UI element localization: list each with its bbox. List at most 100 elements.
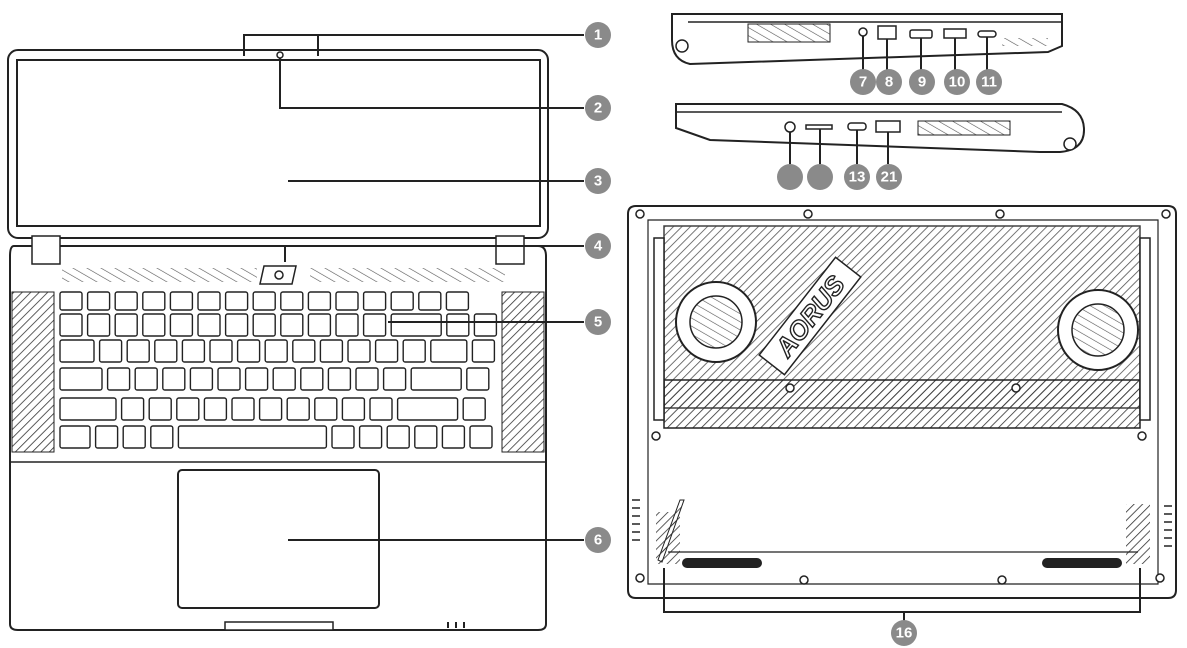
key-r0-14 xyxy=(446,292,468,310)
key-r3-2 xyxy=(135,368,157,390)
key-r0-8 xyxy=(281,292,303,310)
key-r1-5 xyxy=(198,314,220,336)
key-r2-13 xyxy=(431,340,467,362)
callout-number: 11 xyxy=(981,74,997,91)
speaker-right xyxy=(502,292,544,452)
port-dcin xyxy=(785,122,795,132)
callout-number: 21 xyxy=(881,169,898,186)
key-r2-1 xyxy=(100,340,122,362)
laptop-top-view xyxy=(8,50,548,630)
left-side-view xyxy=(676,104,1084,164)
foot-left xyxy=(682,558,762,568)
key-r4-12 xyxy=(463,398,485,420)
callout-c8: 8 xyxy=(876,69,902,95)
port-usbc-11 xyxy=(978,31,996,37)
callout-c16: 16 xyxy=(891,620,917,646)
key-r3-5 xyxy=(218,368,240,390)
vent-strip-right xyxy=(310,268,505,282)
key-r4-6 xyxy=(260,398,282,420)
key-r2-10 xyxy=(348,340,370,362)
port-usbc-13 xyxy=(848,123,866,130)
key-r0-6 xyxy=(226,292,248,310)
key-r4-2 xyxy=(149,398,171,420)
webcam-lens xyxy=(277,52,283,58)
callout-c9: 9 xyxy=(909,69,935,95)
key-r4-5 xyxy=(232,398,254,420)
key-r3-8 xyxy=(301,368,323,390)
port-sd xyxy=(806,125,832,129)
key-r1-0 xyxy=(60,314,82,336)
key-r3-11 xyxy=(384,368,406,390)
callout-number: 8 xyxy=(885,74,893,91)
key-r1-4 xyxy=(170,314,192,336)
callout-c7: 7 xyxy=(850,69,876,95)
key-r0-1 xyxy=(88,292,110,310)
key-r2-12 xyxy=(403,340,425,362)
hinge-left xyxy=(32,236,60,264)
vent-strip-left xyxy=(62,268,257,282)
key-r2-11 xyxy=(376,340,398,362)
key-r1-1 xyxy=(88,314,110,336)
callout-c13: 13 xyxy=(844,164,870,190)
key-r3-3 xyxy=(163,368,185,390)
callout-c21: 21 xyxy=(876,164,902,190)
hinge-right xyxy=(496,236,524,264)
key-r2-6 xyxy=(238,340,260,362)
callout-c4: 4 xyxy=(585,233,611,259)
callout-number: 5 xyxy=(594,314,602,331)
key-r5-8 xyxy=(415,426,437,448)
key-r0-4 xyxy=(170,292,192,310)
screen-panel xyxy=(17,60,540,226)
key-r3-12 xyxy=(411,368,461,390)
key-r0-7 xyxy=(253,292,275,310)
key-r4-1 xyxy=(122,398,144,420)
key-r5-6 xyxy=(360,426,382,448)
key-r3-10 xyxy=(356,368,378,390)
key-r0-13 xyxy=(419,292,441,310)
callout-circle xyxy=(807,164,833,190)
key-r5-4 xyxy=(178,426,326,448)
callout-c5: 5 xyxy=(585,309,611,335)
key-r5-7 xyxy=(387,426,409,448)
key-r5-3 xyxy=(151,426,173,448)
key-r4-0 xyxy=(60,398,116,420)
port-usb-21 xyxy=(876,121,900,132)
callout-c3: 3 xyxy=(585,168,611,194)
callout-circle xyxy=(777,164,803,190)
left-side-vent xyxy=(918,121,1010,135)
key-r1-13 xyxy=(447,314,469,336)
key-r1-7 xyxy=(253,314,275,336)
key-r5-0 xyxy=(60,426,90,448)
key-r1-3 xyxy=(143,314,165,336)
key-r4-11 xyxy=(398,398,458,420)
key-r2-14 xyxy=(472,340,494,362)
callout-number: 3 xyxy=(594,173,602,190)
key-r1-2 xyxy=(115,314,137,336)
key-r4-9 xyxy=(342,398,364,420)
key-r4-4 xyxy=(204,398,226,420)
port-hdmi-9 xyxy=(910,30,932,38)
callout-number: 9 xyxy=(918,74,926,91)
key-r2-0 xyxy=(60,340,94,362)
foot-right xyxy=(1042,558,1122,568)
port-usb-10 xyxy=(944,29,966,38)
key-r3-0 xyxy=(60,368,102,390)
key-r5-5 xyxy=(332,426,354,448)
port-rj45-8 xyxy=(878,26,896,39)
key-r2-8 xyxy=(293,340,315,362)
key-r5-9 xyxy=(442,426,464,448)
key-r0-3 xyxy=(143,292,165,310)
key-r0-0 xyxy=(60,292,82,310)
key-r5-1 xyxy=(96,426,118,448)
right-side-view xyxy=(672,14,1062,70)
key-r2-7 xyxy=(265,340,287,362)
key-r5-2 xyxy=(123,426,145,448)
key-r2-5 xyxy=(210,340,232,362)
key-r1-9 xyxy=(308,314,330,336)
key-r0-2 xyxy=(115,292,137,310)
callout-c12 xyxy=(777,164,803,190)
callout-c10: 10 xyxy=(944,69,970,95)
key-r1-6 xyxy=(226,314,248,336)
key-r0-12 xyxy=(391,292,413,310)
